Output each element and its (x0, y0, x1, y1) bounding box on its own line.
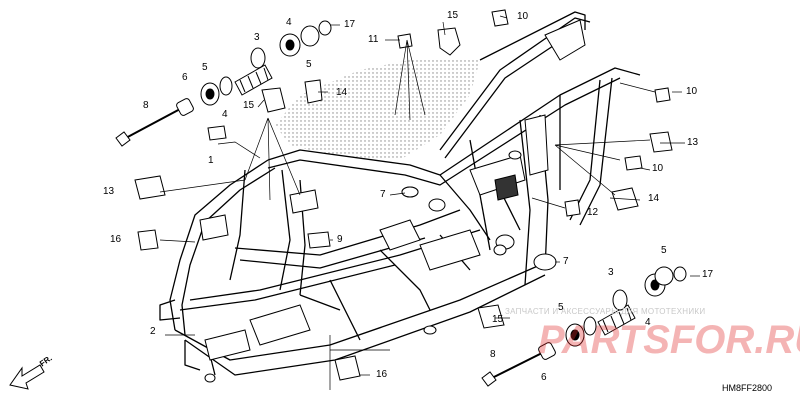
cable-clips (134, 9, 673, 381)
front-direction-arrow (9, 364, 45, 390)
callout-16-bottom: 16 (376, 369, 388, 380)
callout-7-lower: 7 (563, 256, 569, 267)
callout-13-right: 13 (687, 137, 699, 148)
lower-hardware-stack (481, 266, 687, 387)
leader-lines (159, 15, 700, 390)
callout-5-bottom: 5 (558, 302, 564, 313)
frame-bosses (204, 150, 522, 383)
callout-3a-top-15: 15 (447, 10, 459, 21)
callout-13-left: 13 (103, 186, 115, 197)
watermark-text: ЗАПЧАСТИ И АКСЕССУАРЫ ДЛЯ МОТОТЕХНИКИ (505, 307, 706, 316)
upper-hardware-stack (115, 20, 332, 147)
callout-17-top: 17 (344, 19, 356, 30)
callout-8-bottom: 8 (490, 349, 496, 360)
callout-16-left: 16 (110, 234, 122, 245)
callout-15-left: 15 (243, 100, 255, 111)
callout-10-right-mid: 10 (652, 163, 664, 174)
callout-4-top: 4 (286, 17, 292, 28)
diagram-code: HM8FF2800 (722, 383, 773, 393)
callout-12: 12 (587, 207, 599, 218)
callout-5-right-top: 5 (661, 245, 667, 256)
callout-14-top: 14 (336, 87, 348, 98)
frame-plates (199, 19, 586, 361)
callout-17-bottom: 17 (702, 269, 714, 280)
callout-11: 11 (368, 34, 379, 45)
callout-4-bottom: 4 (645, 317, 651, 328)
callout-5-top-left: 5 (202, 62, 208, 73)
callout-4-top-lower: 4 (222, 109, 228, 120)
callout-6-bottom: 6 (541, 372, 547, 383)
callout-3-top: 3 (254, 32, 260, 43)
callout-6-top: 6 (182, 72, 188, 83)
callout-10-top: 10 (517, 11, 529, 22)
callout-3-bottom: 3 (608, 267, 614, 278)
callout-5-top-right: 5 (306, 59, 312, 70)
callout-1: 1 (208, 155, 214, 166)
callout-10-right-top: 10 (686, 86, 698, 97)
callout-14-right: 14 (648, 193, 660, 204)
callout-9: 9 (337, 234, 343, 245)
rubber-plugs (401, 186, 557, 271)
callout-8-top: 8 (143, 100, 149, 111)
dotted-panel-area (275, 58, 480, 160)
callout-7-upper: 7 (380, 189, 386, 200)
watermark-logo: PARTSFOR.RU (538, 318, 800, 362)
callout-15-bottom: 15 (492, 314, 504, 325)
callout-2: 2 (150, 326, 156, 337)
